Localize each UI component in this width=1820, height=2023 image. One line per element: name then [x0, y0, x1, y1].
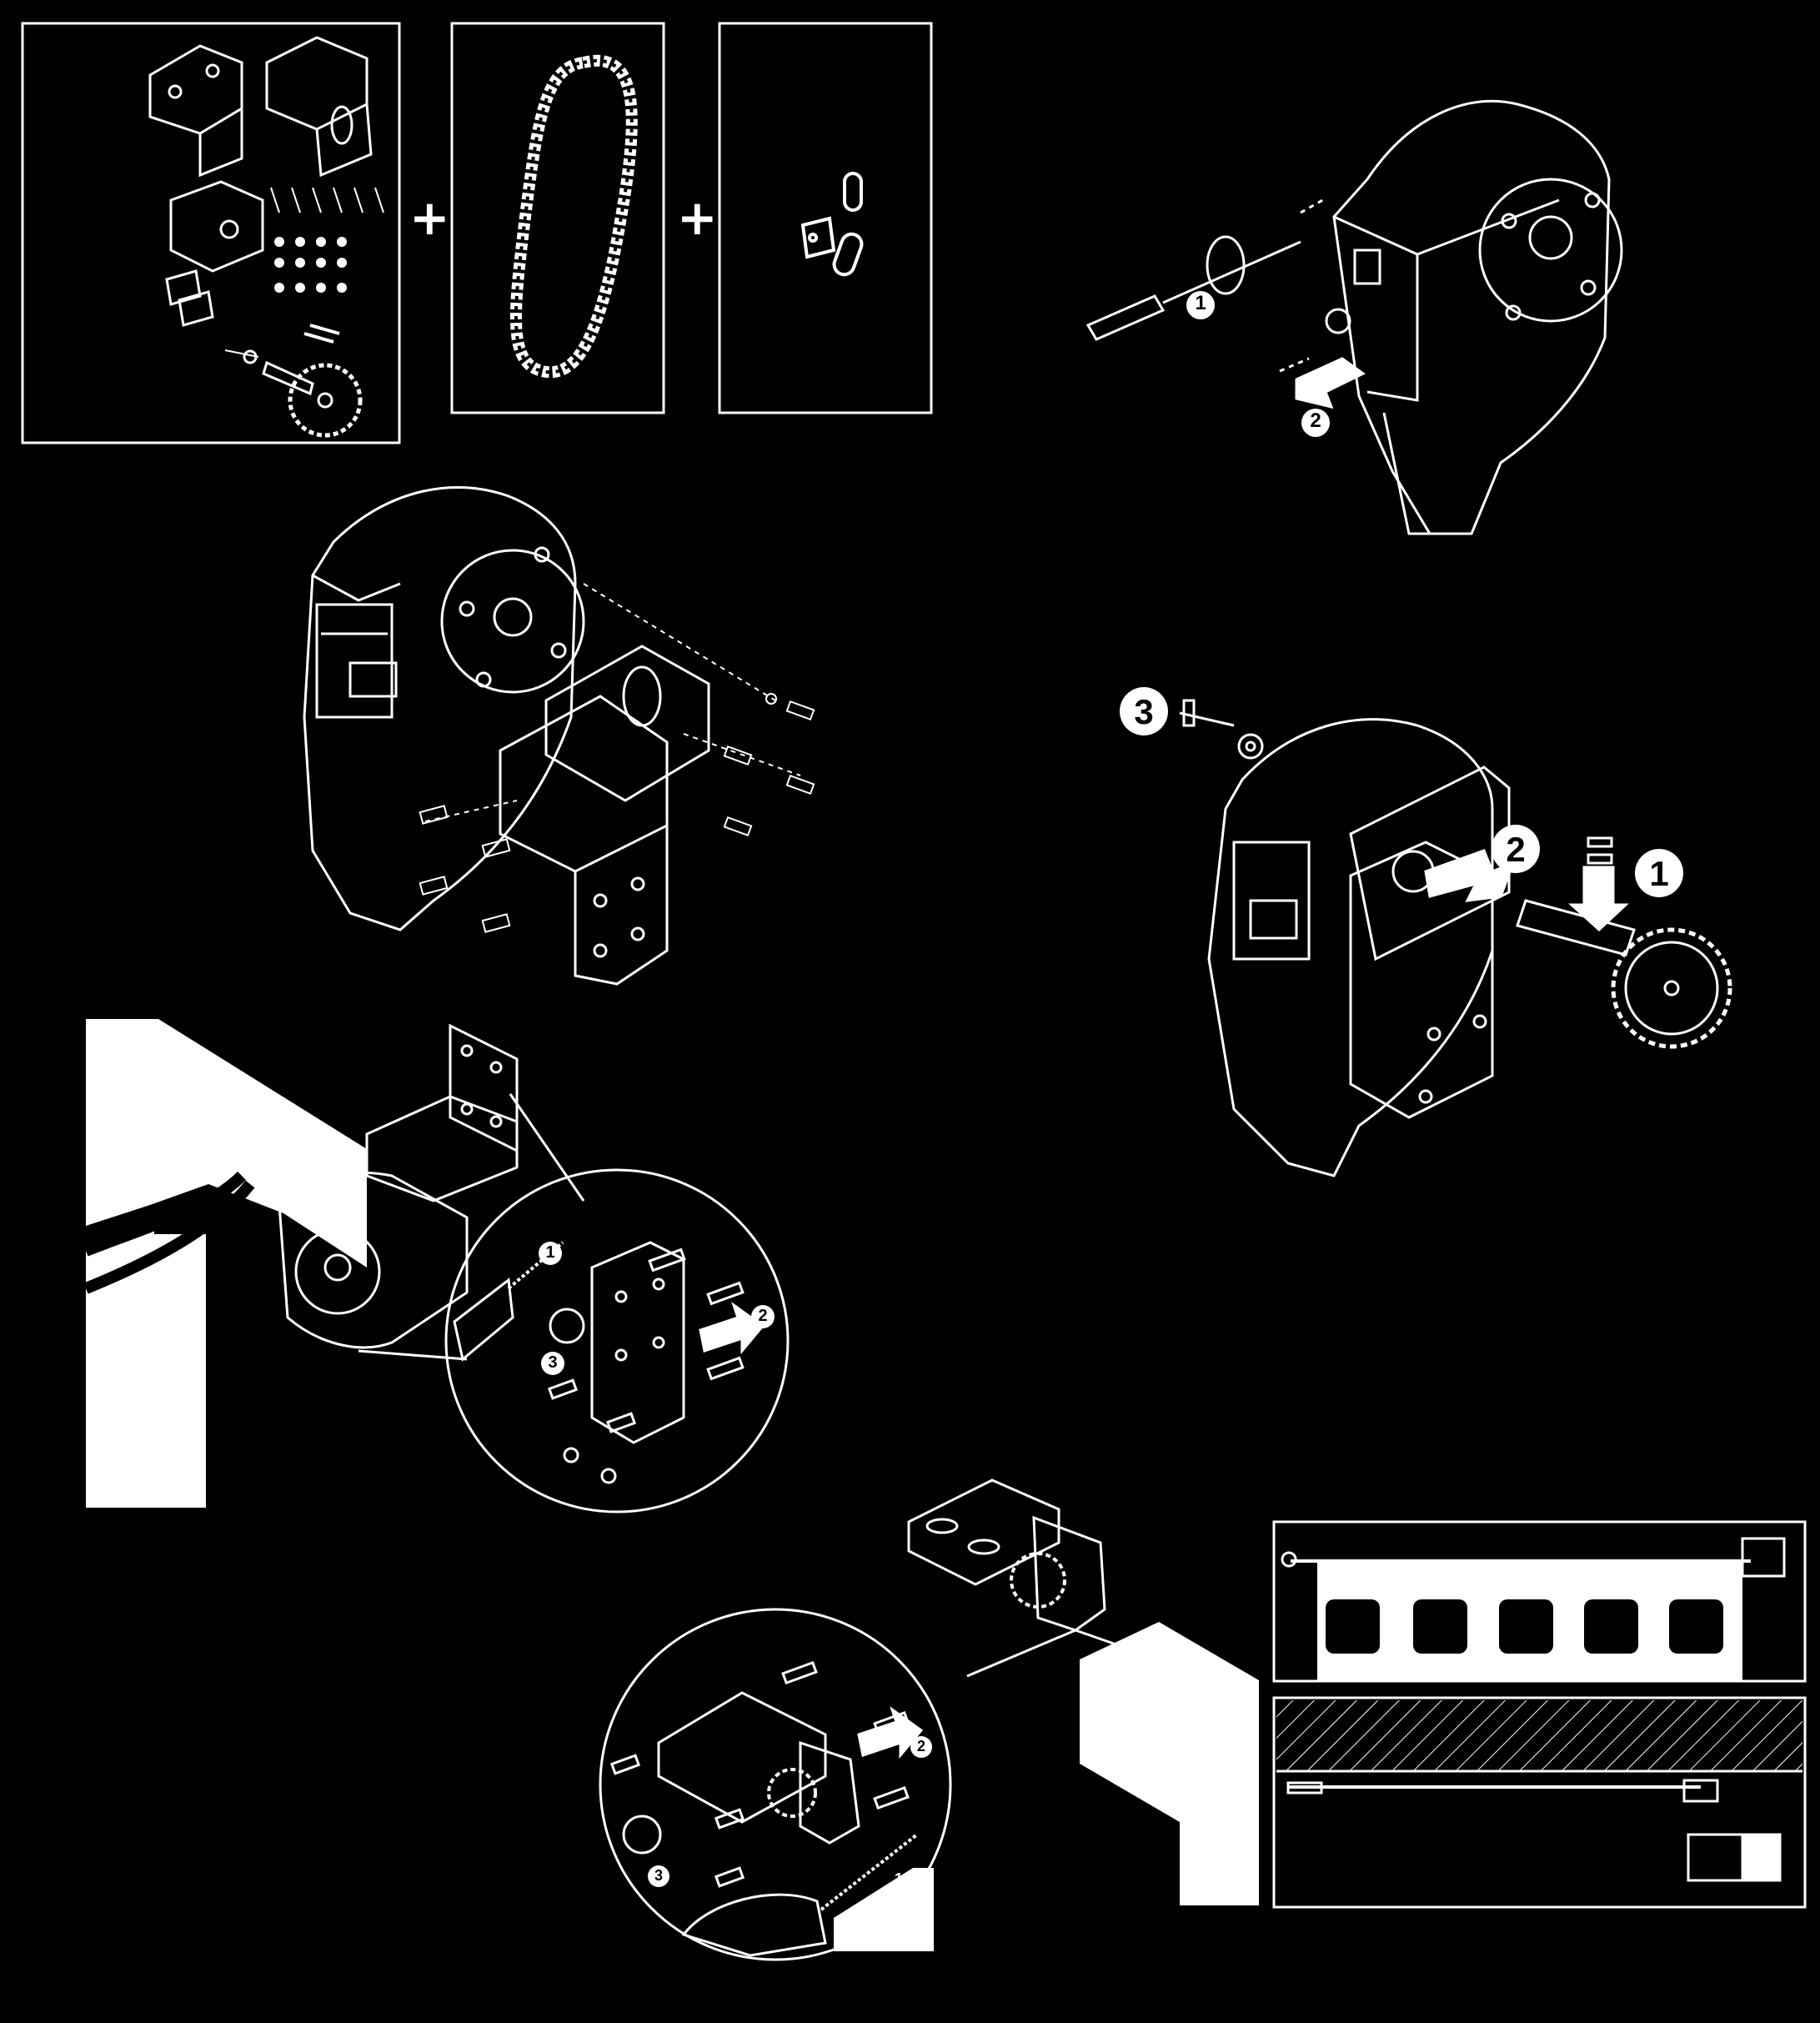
screwdriver-icon [1085, 294, 1166, 341]
ceiling-label-1: 1 [895, 1870, 904, 1887]
drill-icon [453, 1278, 514, 1362]
door-section-panel [1272, 1696, 1807, 1909]
badge-wall-3 [541, 1352, 564, 1375]
wall-mount-scene [83, 1019, 790, 1513]
badge-ceiling-2 [910, 1736, 932, 1758]
badge-mid-right-2 [1492, 825, 1540, 873]
push-arrow-icon [1295, 357, 1366, 409]
badge-wall-2 [751, 1305, 775, 1328]
badge-top-right-1 [1186, 291, 1215, 319]
kit-panel-chain-links [718, 22, 933, 414]
plus-sign-2: + [677, 189, 718, 246]
sprocket-icon [1611, 927, 1732, 1049]
ceiling-mount-scene [599, 1478, 1259, 1961]
motor-cover-removal [1085, 99, 1623, 535]
badge-ceiling-3 [648, 1865, 669, 1887]
badge-wall-1 [539, 1242, 562, 1265]
rotate-arrow-icon [549, 1308, 585, 1344]
motor-bracket-assembly [303, 486, 815, 986]
badge-mid-right-3 [1120, 687, 1168, 735]
kit-panel-brackets [21, 22, 401, 444]
kit-panel-chain [450, 22, 665, 414]
plus-sign-1: + [409, 189, 450, 246]
badge-top-right-2 [1301, 409, 1330, 437]
door-elevation-panel [1272, 1520, 1807, 1683]
badge-mid-right-1 [1635, 849, 1683, 897]
sprocket-assembly [1179, 699, 1732, 1177]
